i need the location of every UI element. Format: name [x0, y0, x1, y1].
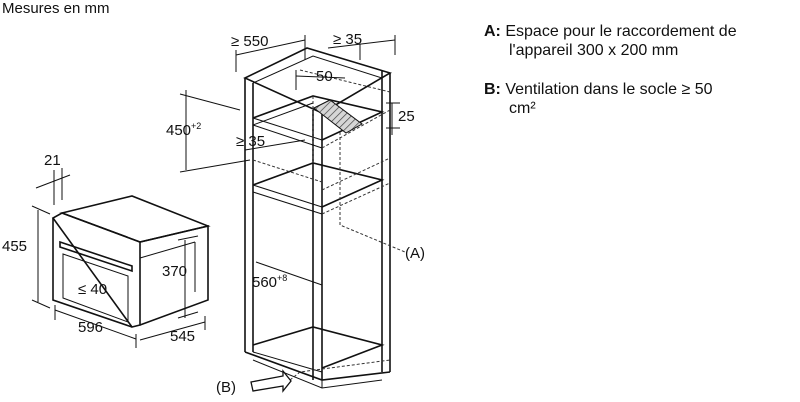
- legend-a-key: A:: [484, 23, 501, 40]
- dim-455: 455: [2, 238, 27, 255]
- oven: [51, 195, 211, 328]
- legend-b-line1: Ventilation dans le socle ≥ 50: [505, 81, 713, 98]
- legend-a-line2: l'appareil 300 x 200 mm: [509, 42, 679, 59]
- dimension-lines: [31, 35, 400, 393]
- dim-596: 596: [78, 319, 103, 336]
- legend-a-line1: Espace pour le raccordement de: [505, 23, 737, 40]
- dim-gap-35-top: ≥ 35: [333, 31, 362, 48]
- dim-25: 25: [398, 108, 415, 125]
- dim-50: 50: [316, 68, 333, 85]
- legend-b-line2: cm²: [509, 100, 536, 117]
- marker-b: (B): [216, 379, 236, 396]
- dim-gap-35-mid: ≥ 35: [236, 133, 265, 150]
- legend-b-key: B:: [484, 81, 501, 98]
- dim-370: 370: [162, 263, 187, 280]
- dim-40: ≤ 40: [78, 281, 107, 298]
- dim-545: 545: [170, 328, 195, 345]
- marker-a: (A): [405, 245, 425, 262]
- legend-b: B: Ventilation dans le socle ≥ 50 cm²: [484, 80, 800, 118]
- dim-niche-560: 560+8: [252, 273, 287, 291]
- dim-height-450: 450+2: [166, 121, 201, 139]
- dim-21: 21: [44, 152, 61, 169]
- legend-a: A: Espace pour le raccordement de l'appa…: [484, 22, 800, 60]
- dim-width-550: ≥ 550: [231, 33, 268, 50]
- tall-cabinet: [243, 47, 406, 389]
- units-caption: Mesures en mm: [2, 0, 110, 17]
